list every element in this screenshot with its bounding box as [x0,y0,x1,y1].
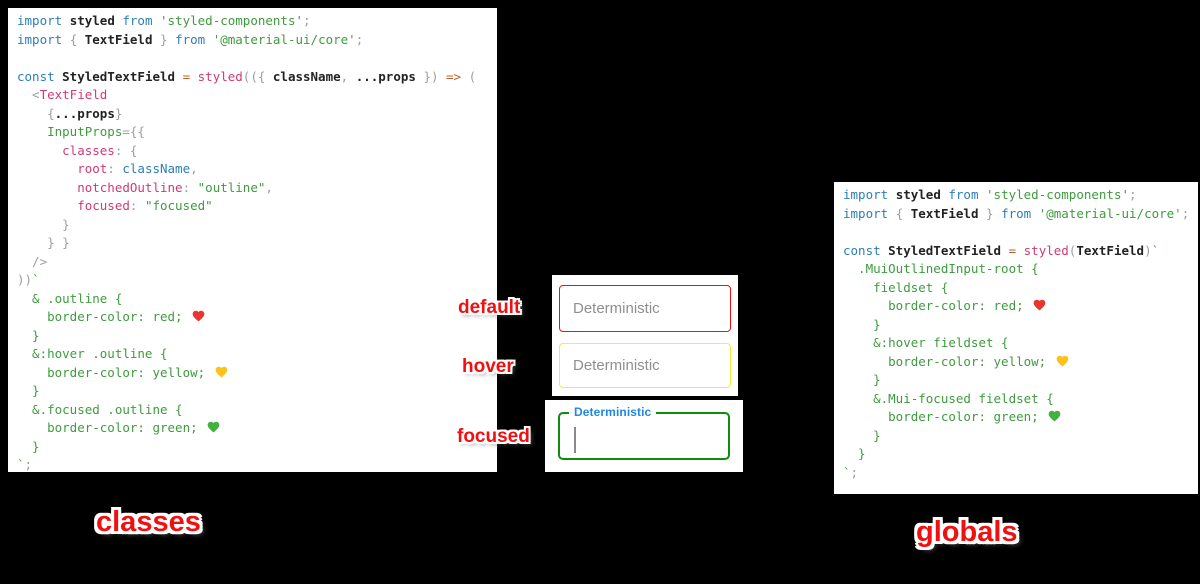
code-line: `; [17,457,33,472]
caption-globals: globals [916,516,1018,548]
code-line: /> [17,253,48,269]
code-line: ))` [17,272,40,287]
code-line: InputProps={{ [17,124,145,139]
code-panel-classes: import styled from 'styled-components'; i… [8,8,497,472]
code-line: } [17,216,70,232]
code-line: border-color: yellow; [17,364,497,383]
code-line: border-color: yellow; [843,353,1198,372]
textfield-focused-input[interactable] [560,414,728,458]
textfield-hover [559,343,731,388]
code-line: notchedOutline: "outline", [17,179,273,195]
code-line: border-color: green; [843,408,1198,427]
code-line: const StyledTextField = styled(({ classN… [17,68,477,84]
code-line: focused: "focused" [17,198,213,213]
state-label-hover: hover [462,356,514,377]
code-line: <TextField [17,87,108,102]
code-line: } [17,438,40,454]
code-line: } [17,327,40,343]
code-line: fieldset { [843,279,949,295]
code-block-globals: import styled from 'styled-components'; i… [834,182,1198,482]
code-line: } } [17,235,70,250]
heart-icon-yellow [213,365,229,380]
code-panel-globals: import styled from 'styled-components'; i… [834,182,1198,494]
code-line: } [843,427,881,443]
code-line: &:hover .outline { [17,346,168,361]
code-line: &:hover fieldset { [843,335,1009,350]
textfield-default [559,285,731,332]
code-line: `; [843,464,859,480]
code-line: & .outline { [17,290,123,306]
code-line: {...props} [17,105,123,121]
heart-icon-green [205,420,221,435]
heart-icon-yellow [1054,354,1070,369]
code-line: &.Mui-focused fieldset { [843,390,1054,406]
textfield-hover-input[interactable] [560,344,730,387]
code-line: import styled from 'styled-components'; [17,13,311,28]
code-line: root: className, [17,161,198,176]
heart-icon-red [1031,298,1047,313]
textfield-focused-label: Deterministic [569,405,657,419]
code-line: import { TextField } from '@material-ui/… [843,205,1190,221]
code-line: } [843,446,866,461]
textfield-default-input[interactable] [560,286,730,331]
state-label-focused: focused [457,426,530,447]
textfield-card-top [552,275,738,396]
code-line [17,49,497,68]
code-line: } [843,316,881,332]
heart-icon-green [1046,409,1062,424]
code-line: border-color: green; [17,419,497,438]
code-line: const StyledTextField = styled(TextField… [843,242,1160,258]
code-line: import styled from 'styled-components'; [843,187,1137,202]
caption-classes: classes [96,506,201,538]
code-line: import { TextField } from '@material-ui/… [17,31,364,47]
code-block-classes: import styled from 'styled-components'; i… [8,8,497,472]
code-line: .MuiOutlinedInput-root { [843,261,1039,276]
textfield-focused: Deterministic [558,405,730,460]
state-label-default: default [458,297,521,318]
code-line: border-color: red; [843,297,1198,316]
text-cursor [574,427,576,453]
code-line [843,223,1198,242]
heart-icon-red [190,309,206,324]
code-line: } [843,372,881,387]
textfield-card-bottom: Deterministic [545,400,743,472]
code-line: classes: { [17,142,138,158]
code-line: &.focused .outline { [17,401,183,417]
code-line: border-color: red; [17,308,497,327]
code-line: } [17,383,40,398]
